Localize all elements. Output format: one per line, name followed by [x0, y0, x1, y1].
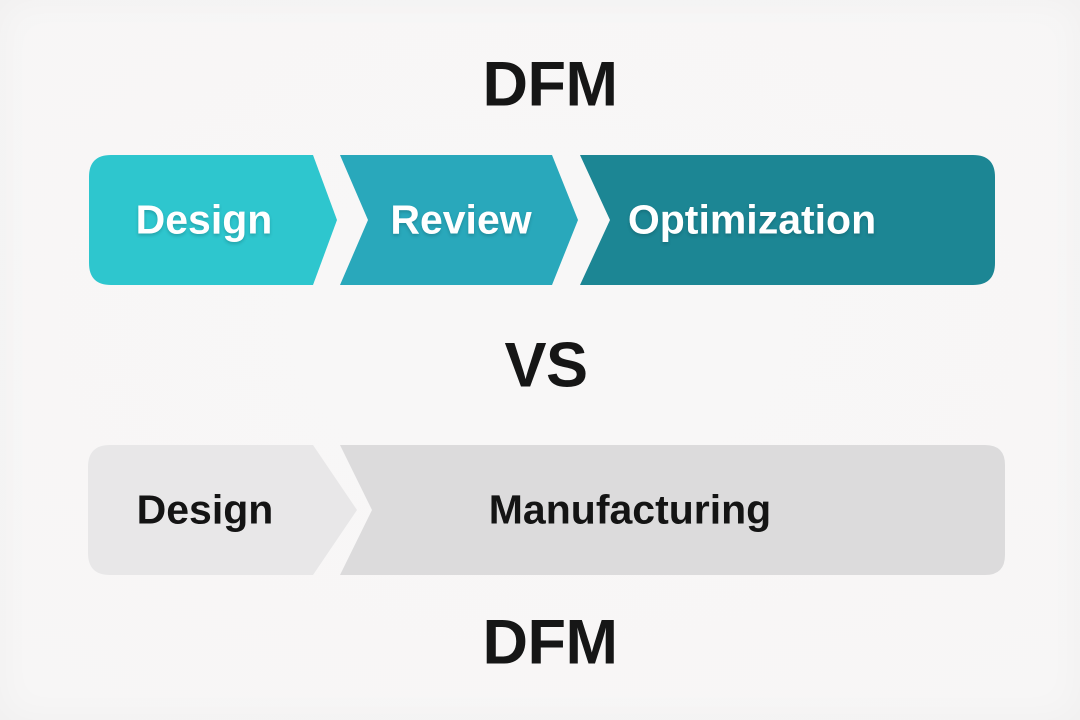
- chevron-shape-manufacturing: [340, 445, 1005, 575]
- dfm-title-top: DFM: [482, 49, 618, 120]
- step-label-design-traditional: Design: [136, 486, 274, 533]
- dfm-title-bottom: DFM: [482, 607, 618, 678]
- chevron-shape-design: [89, 155, 337, 285]
- dfm-flow-row: Design Review Optimization: [0, 155, 1080, 285]
- step-label-design: Design: [135, 196, 273, 243]
- vs-title: VS: [504, 330, 588, 401]
- step-label-review: Review: [390, 196, 532, 243]
- chevron-shape-review: [340, 155, 578, 285]
- step-label-manufacturing: Manufacturing: [488, 486, 772, 533]
- chevron-shape-optimization: [580, 155, 995, 285]
- chevron-shape-design-traditional: [88, 445, 357, 575]
- traditional-flow-row: Design Manufacturing: [0, 445, 1080, 575]
- step-label-optimization: Optimization: [627, 196, 877, 243]
